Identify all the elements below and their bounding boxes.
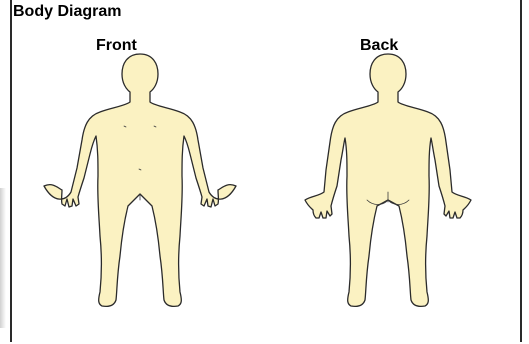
back-body-outline — [305, 54, 471, 306]
panel-title: Body Diagram — [13, 2, 121, 22]
front-body-figure[interactable] — [40, 50, 240, 320]
left-edge-shadow — [0, 188, 6, 328]
back-body-figure[interactable] — [303, 50, 503, 320]
front-body-outline — [44, 54, 236, 306]
